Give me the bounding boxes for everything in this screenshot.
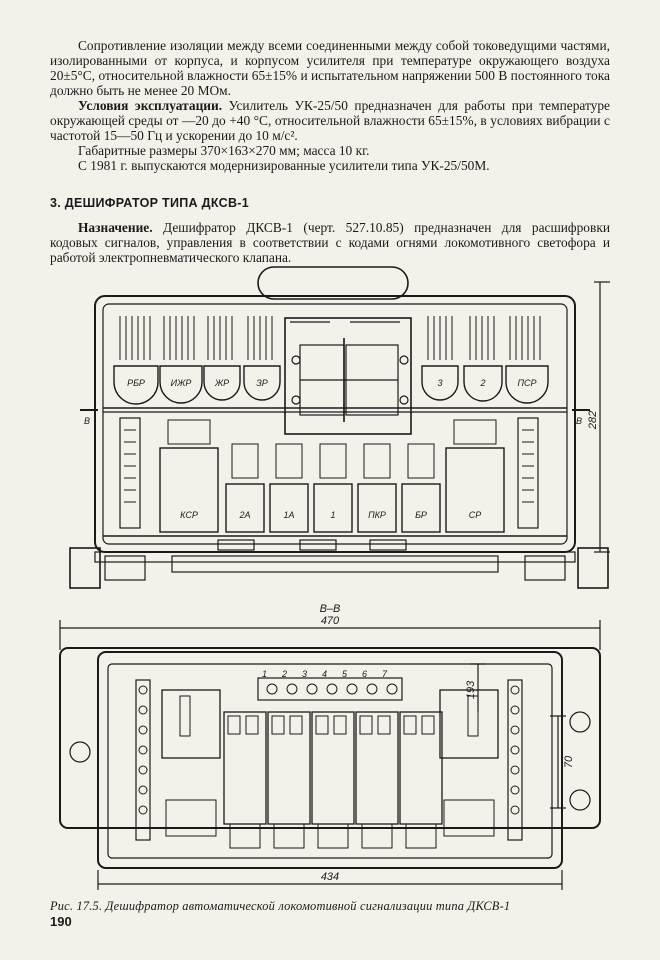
section-title: В–В: [320, 603, 341, 615]
dim-70: 70: [563, 755, 575, 768]
operating-conditions-label: Условия эксплуатации.: [78, 98, 223, 113]
relay-label-izhr: ИЖР: [171, 378, 192, 388]
purpose-label: Назначение.: [78, 220, 153, 235]
relay-label-2: 2: [479, 378, 485, 388]
dim-width-top: 470: [321, 615, 340, 627]
dim-width-bottom: 434: [321, 871, 339, 883]
terminal-6: 6: [362, 669, 367, 679]
paragraph-dimensions: Габаритные размеры 370×163×270 мм; масса…: [78, 143, 370, 158]
relay-label-br: БР: [415, 510, 427, 520]
paragraph-insulation: Сопротивление изоляции между всеми соеди…: [50, 38, 610, 98]
relay-label-zhr: ЖР: [214, 378, 229, 388]
terminal-7: 7: [382, 669, 388, 679]
terminal-3: 3: [302, 669, 307, 679]
figure-caption: Рис. 17.5. Дешифратор автоматической лок…: [50, 899, 511, 913]
terminal-1: 1: [262, 669, 267, 679]
paragraph-modernized: С 1981 г. выпускаются модернизированные …: [78, 158, 490, 173]
operating-conditions-text: Усилитель УК-25/50 предназначен для рабо…: [50, 98, 610, 143]
relay-label-2a: 2А: [238, 510, 250, 520]
relay-label-pkr: ПКР: [368, 510, 386, 520]
relay-label-sr: СР: [469, 510, 482, 520]
terminal-5: 5: [342, 669, 348, 679]
section-mark-left: В: [84, 416, 90, 426]
paragraph-operating-conditions: Условия эксплуатации. Усилитель УК-25/50…: [50, 98, 610, 143]
relay-label-1a: 1А: [283, 510, 294, 520]
body-text-purpose: Назначение. Дешифратор ДКСВ-1 (черт. 527…: [50, 220, 610, 265]
section-view: [59, 620, 601, 890]
body-text-top: Сопротивление изоляции между всеми соеди…: [50, 38, 610, 173]
relay-label-3: 3: [437, 378, 442, 388]
terminal-2: 2: [281, 669, 287, 679]
relay-label-ksr: КСР: [180, 510, 198, 520]
paragraph-purpose: Назначение. Дешифратор ДКСВ-1 (черт. 527…: [50, 220, 610, 265]
relay-label-rbr: РБР: [127, 378, 145, 388]
dim-height: 282: [587, 411, 599, 430]
relay-label-zr: ЗР: [256, 378, 268, 388]
terminal-4: 4: [322, 669, 327, 679]
purpose-text: Дешифратор ДКСВ-1 (черт. 527.10.85) пред…: [50, 220, 610, 265]
section-heading: 3. ДЕШИФРАТОР ТИПА ДКСВ-1: [50, 196, 249, 210]
relay-label-1: 1: [330, 510, 335, 520]
page-number: 190: [50, 914, 72, 929]
dim-193: 193: [465, 680, 477, 699]
section-mark-right: В: [576, 416, 582, 426]
relay-label-psr: ПСР: [517, 378, 536, 388]
front-view: [69, 266, 610, 589]
